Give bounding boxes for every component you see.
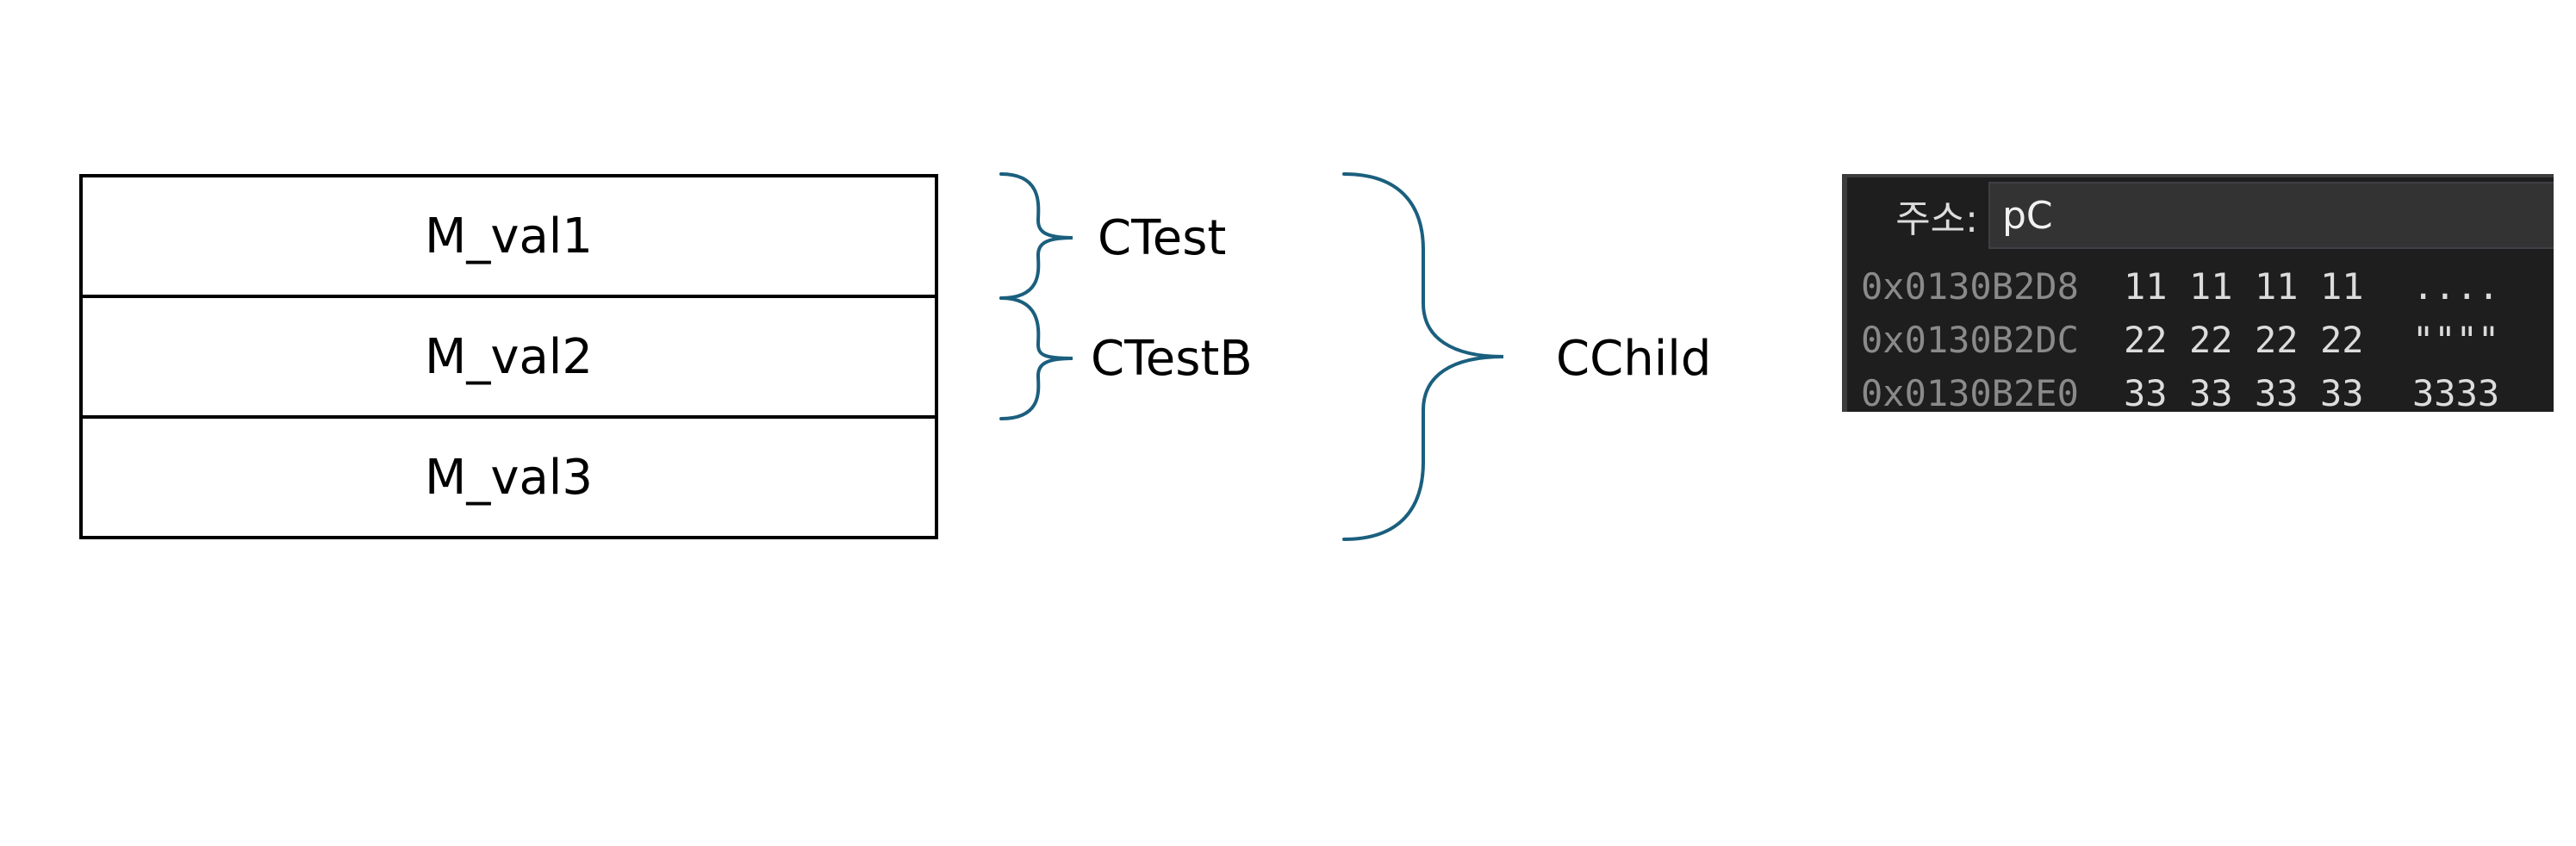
- memory-ascii: 3333: [2412, 372, 2500, 412]
- memory-line: 0x0130B2D8 11 11 11 11 ....: [1861, 260, 2554, 314]
- memory-ascii: """": [2412, 319, 2500, 361]
- memory-byte: 33: [2189, 372, 2233, 412]
- memory-address: 0x0130B2E0: [1861, 372, 2079, 412]
- memory-byte: 22: [2124, 319, 2168, 361]
- memory-layout-table: M_val1 M_val2 M_val3: [79, 174, 938, 539]
- ctestb-brace: [999, 296, 1073, 420]
- memory-byte: 11: [2255, 265, 2299, 308]
- memory-lines: 0x0130B2D8 11 11 11 11 .... 0x0130B2DC 2…: [1861, 260, 2554, 412]
- memory-window: 주소: 0x0130B2D8 11 11 11 11 .... 0x0130B2…: [1842, 174, 2554, 412]
- address-input[interactable]: [1988, 182, 2554, 249]
- address-label: 주소:: [1895, 197, 1978, 241]
- address-bar: 주소:: [1847, 177, 2554, 253]
- memory-address: 0x0130B2D8: [1861, 265, 2079, 308]
- ctest-label: CTest: [1098, 210, 1227, 266]
- memory-line: 0x0130B2DC 22 22 22 22 """": [1861, 314, 2554, 367]
- memory-ascii: ....: [2412, 265, 2500, 308]
- memory-byte: 33: [2124, 372, 2168, 412]
- member-row-2: M_val2: [83, 295, 935, 415]
- memory-byte: 11: [2189, 265, 2233, 308]
- memory-byte: 22: [2255, 319, 2299, 361]
- memory-byte: 33: [2255, 372, 2299, 412]
- memory-byte: 22: [2320, 319, 2364, 361]
- memory-line: 0x0130B2E0 33 33 33 33 3333: [1861, 367, 2554, 412]
- ctest-brace: [999, 172, 1073, 300]
- member-row-1: M_val1: [425, 208, 593, 264]
- cchild-label: CChild: [1556, 331, 1712, 387]
- memory-byte: 33: [2320, 372, 2364, 412]
- ctestb-label: CTestB: [1091, 331, 1253, 387]
- cchild-brace: [1342, 172, 1504, 541]
- memory-byte: 11: [2320, 265, 2364, 308]
- member-row-3: M_val3: [83, 415, 935, 536]
- memory-byte: 22: [2189, 319, 2233, 361]
- memory-address: 0x0130B2DC: [1861, 319, 2079, 361]
- memory-byte: 11: [2124, 265, 2168, 308]
